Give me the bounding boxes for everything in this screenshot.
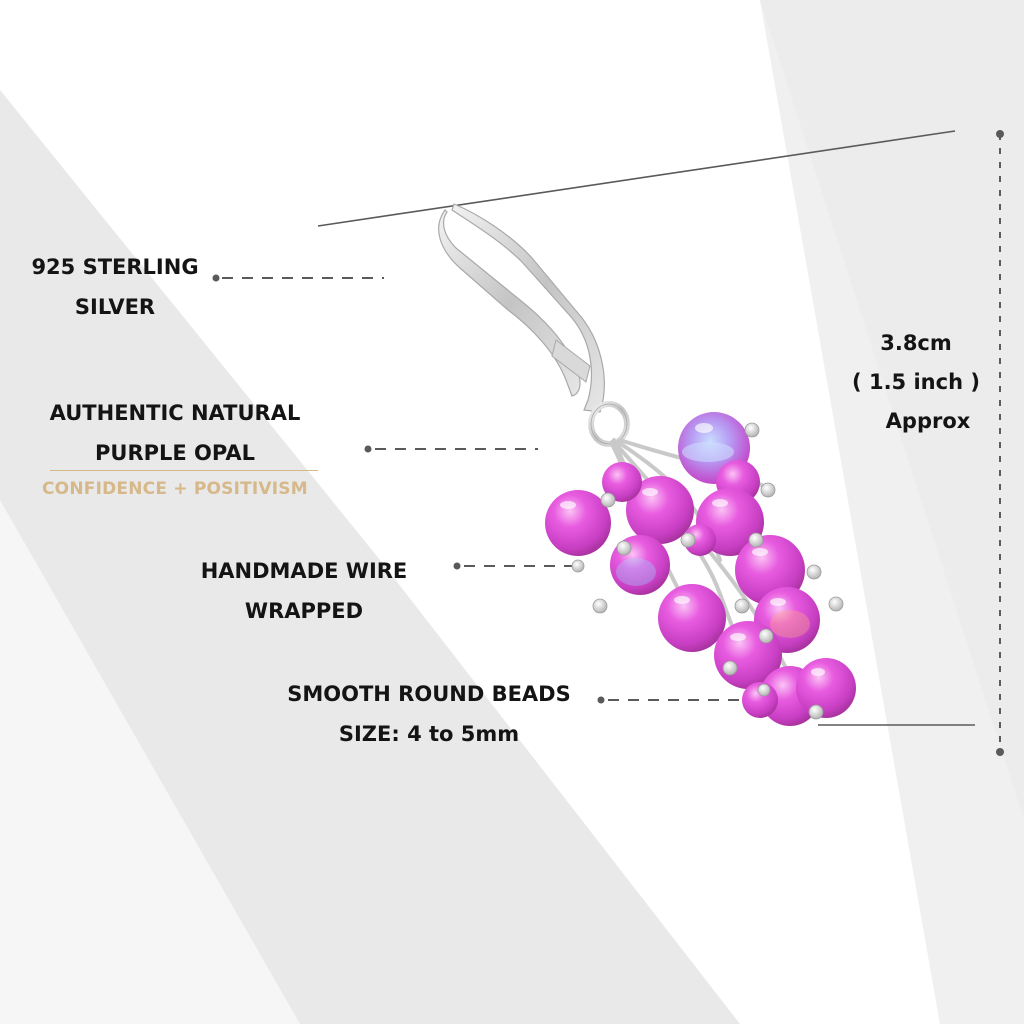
label-smooth-beads-line2: SIZE: 4 to 5mm — [338, 721, 520, 746]
leader-lines — [212, 274, 750, 704]
tagline-divider — [50, 470, 318, 471]
silver-ball-pins — [571, 422, 844, 720]
leader-beads — [597, 696, 750, 704]
measurement-inches: ( 1.5 inch ) — [852, 369, 980, 394]
label-purple-opal: AUTHENTIC NATURAL PURPLE OPAL — [30, 394, 320, 474]
leader-wire — [453, 562, 584, 570]
leader-opal — [364, 445, 538, 453]
label-sterling-silver-line1: 925 STERLING — [31, 255, 199, 279]
label-smooth-beads-line1: SMOOTH ROUND BEADS — [287, 682, 571, 706]
label-handmade-wire: HANDMADE WIRE WRAPPED — [186, 552, 422, 632]
opal-cluster-earring-icon — [438, 203, 856, 726]
measurement-note: Approx — [885, 408, 971, 433]
label-smooth-beads: SMOOTH ROUND BEADS SIZE: 4 to 5mm — [270, 675, 588, 755]
measurement-label: 3.8cm ( 1.5 inch ) Approx — [846, 324, 986, 441]
label-handmade-wire-line1: HANDMADE WIRE — [200, 559, 408, 583]
label-handmade-wire-line2: WRAPPED — [244, 598, 364, 623]
opal-beads — [545, 412, 856, 726]
dimension-guides — [317, 130, 1004, 756]
leader-silver — [212, 274, 384, 282]
opal-tagline: CONFIDENCE + POSITIVISM — [42, 479, 308, 499]
label-sterling-silver-line2: SILVER — [74, 294, 156, 319]
label-purple-opal-line1: AUTHENTIC NATURAL — [49, 401, 301, 425]
measurement-cm: 3.8cm — [880, 331, 952, 355]
label-sterling-silver: 925 STERLING SILVER — [20, 248, 210, 328]
label-purple-opal-line2: PURPLE OPAL — [95, 440, 255, 465]
